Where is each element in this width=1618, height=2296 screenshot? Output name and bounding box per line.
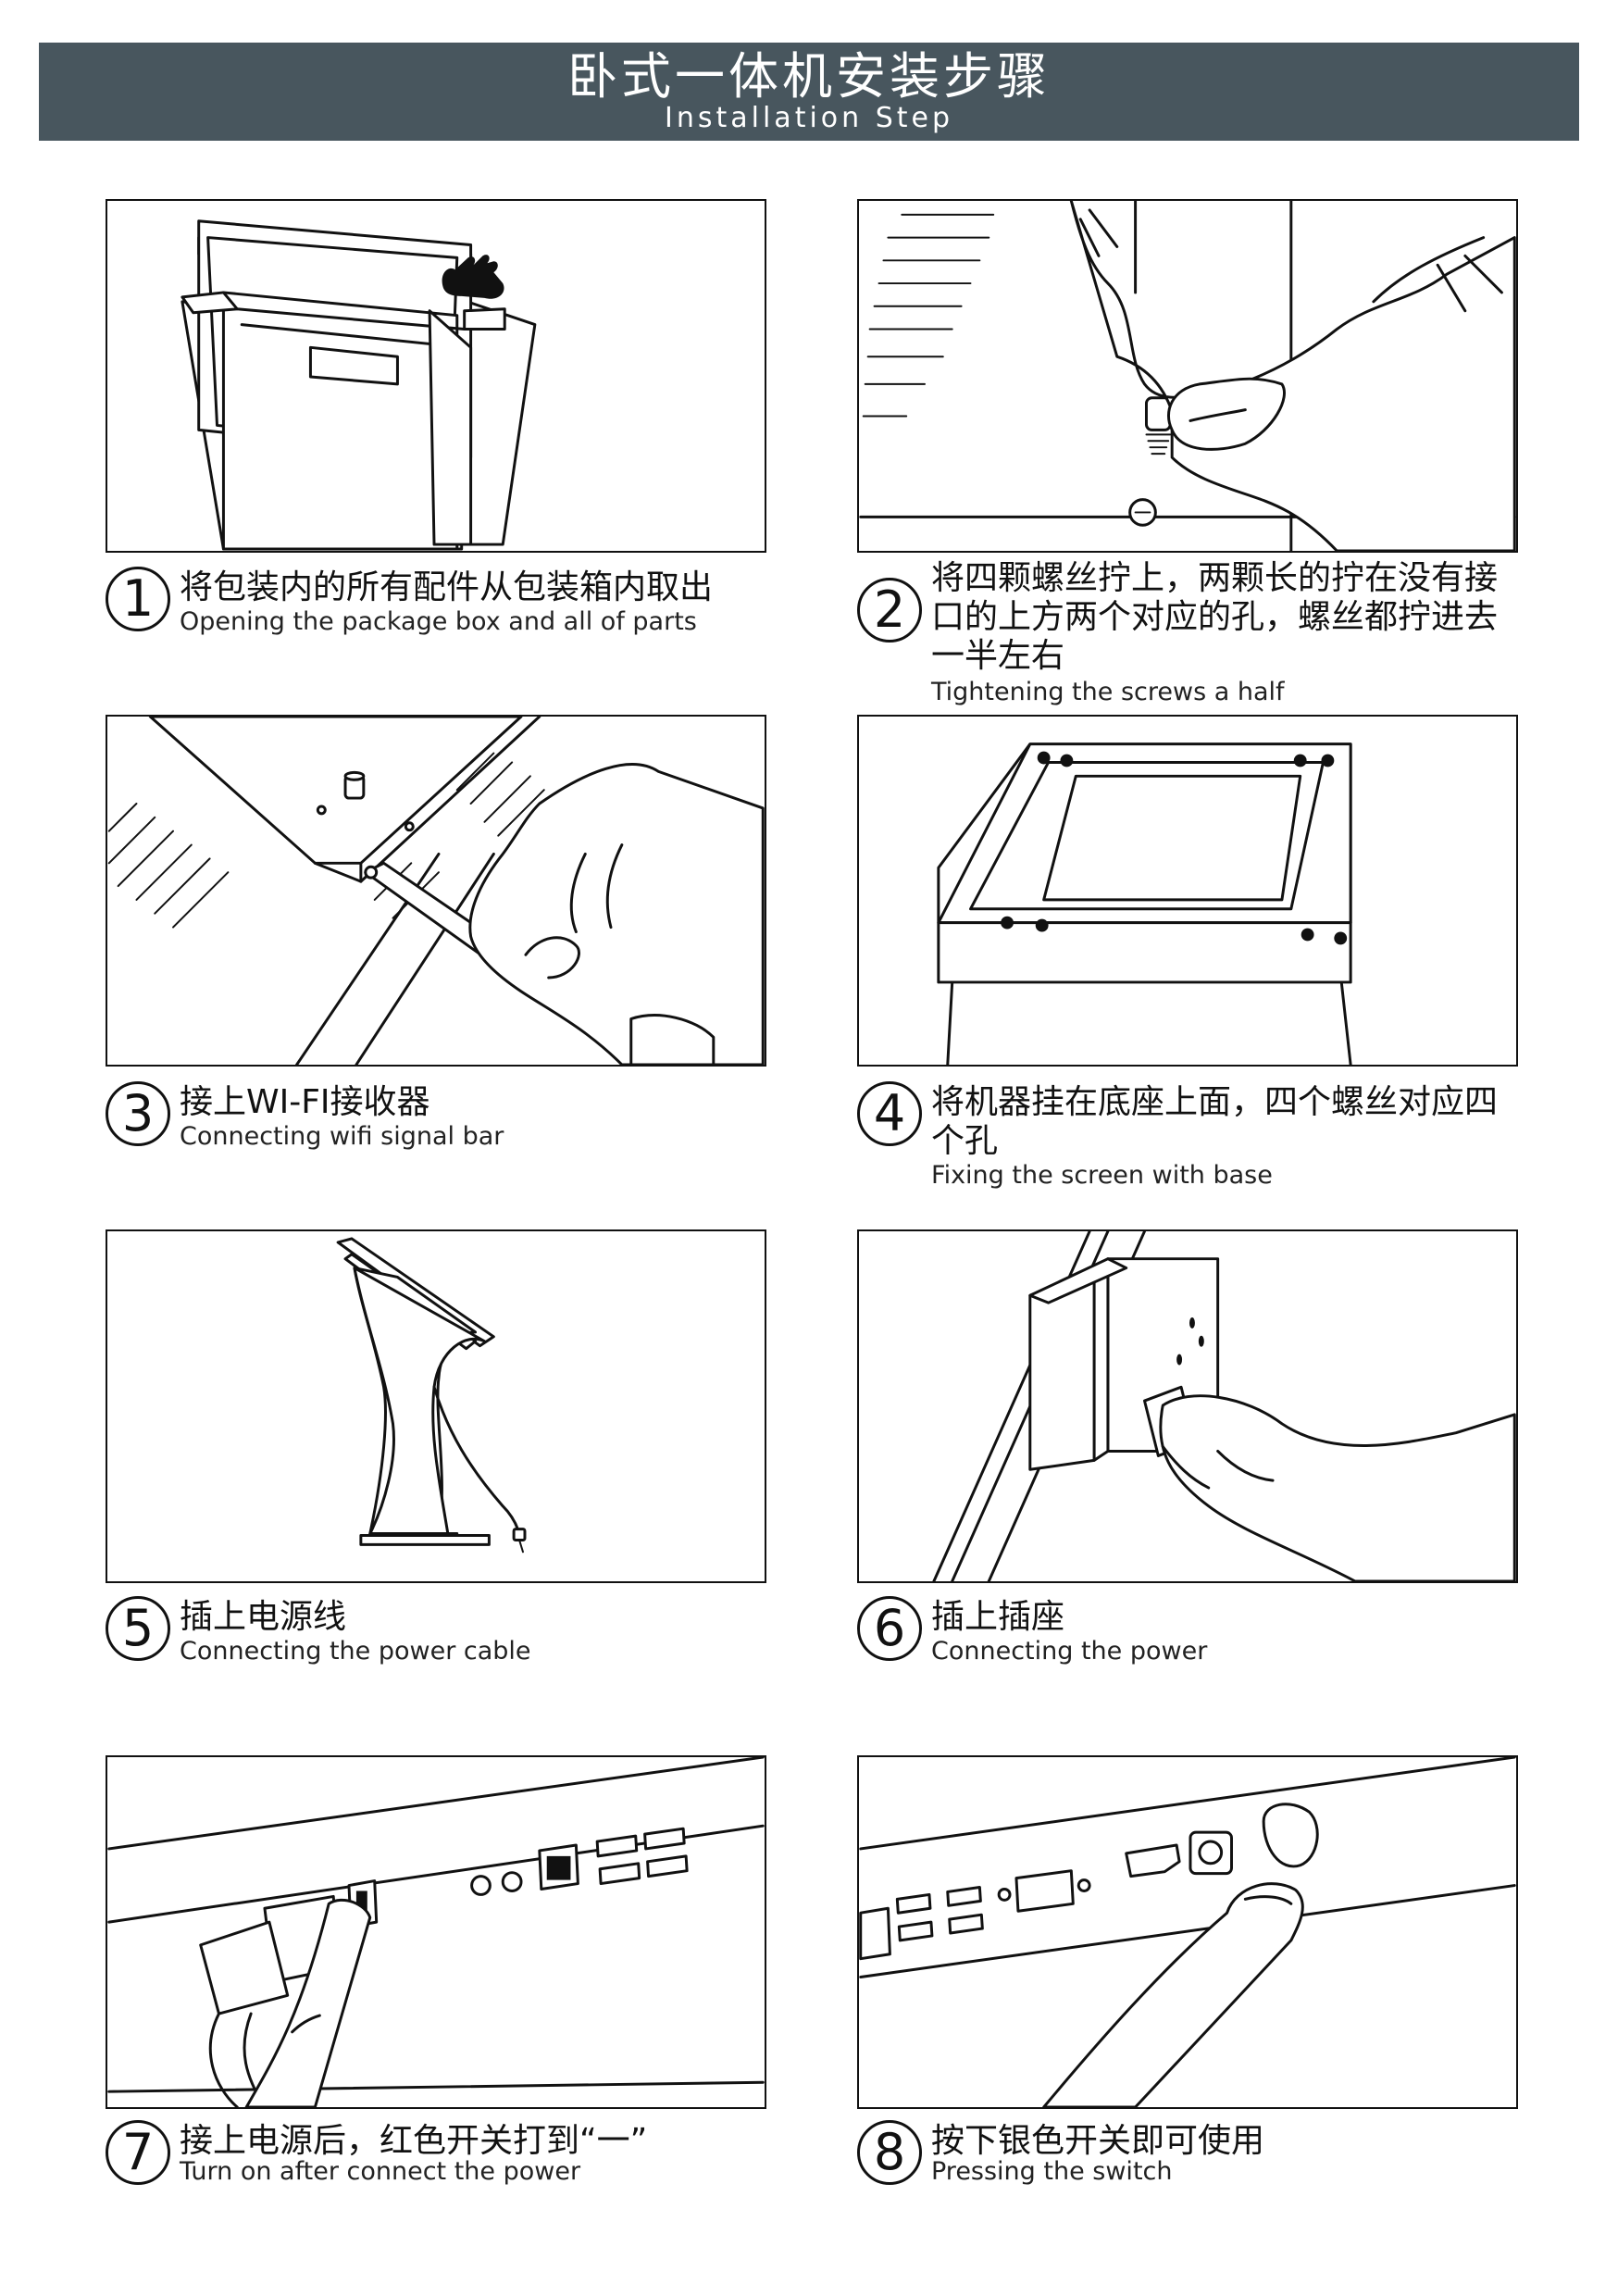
- screen-on-base-drawing: [937, 742, 1352, 1065]
- step-8-illustration: [857, 1755, 1518, 2109]
- step-6-zh: 插上插座: [931, 1598, 1065, 1636]
- step-4-number: 4: [857, 1081, 922, 1146]
- step-2-en: Tightening the screws a half: [931, 678, 1285, 706]
- step-8-en: Pressing the switch: [931, 2157, 1173, 2186]
- hand-icon: [442, 255, 504, 299]
- step-5-zh: 插上电源线: [180, 1598, 347, 1636]
- wall-socket-drawing: [932, 1231, 1516, 1581]
- step-5-en: Connecting the power cable: [180, 1637, 531, 1666]
- step-7-en: Turn on after connect the power: [180, 2157, 581, 2186]
- step-3-caption: 3 接上WI-FI接收器 Connecting wifi signal bar: [106, 1081, 766, 1155]
- step-6-en: Connecting the power: [931, 1637, 1208, 1666]
- step-6-caption: 6 插上插座 Connecting the power: [857, 1596, 1518, 1670]
- step-4-en: Fixing the screen with base: [931, 1161, 1273, 1190]
- step-2-zh: 将四颗螺丝拧上，两颗长的拧在没有接口的上方两个对应的孔，螺丝都拧进去一半左右: [931, 559, 1499, 675]
- step-7-zh: 接上电源后，红色开关打到“一”: [180, 2122, 648, 2160]
- wifi-receiver-drawing: [107, 717, 765, 1065]
- step-1-caption: 1 将包装内的所有配件从包装箱内取出 Opening the package b…: [106, 567, 766, 641]
- page-title: 卧式一体机安装步骤: [567, 47, 1051, 106]
- step-1-en: Opening the package box and all of parts: [180, 607, 697, 636]
- box-unpacking-drawing: [180, 219, 537, 551]
- step-3-number: 3: [106, 1081, 170, 1146]
- step-5-caption: 5 插上电源线 Connecting the power cable: [106, 1596, 766, 1670]
- step-2-caption: 2 将四颗螺丝拧上，两颗长的拧在没有接口的上方两个对应的孔，螺丝都拧进去一半左右…: [857, 557, 1518, 715]
- step-2-number: 2: [857, 578, 922, 643]
- page-subtitle: Installation Step: [665, 102, 953, 134]
- step-1-zh: 将包装内的所有配件从包装箱内取出: [180, 568, 714, 606]
- step-3-en: Connecting wifi signal bar: [180, 1122, 504, 1151]
- step-6-illustration: [857, 1229, 1518, 1583]
- step-1-number: 1: [106, 567, 170, 631]
- step-8-number: 8: [857, 2120, 922, 2185]
- silver-switch-drawing: [859, 1757, 1516, 2107]
- power-switch-red-drawing: [107, 1757, 765, 2107]
- step-3-illustration: [106, 715, 766, 1067]
- step-8-zh: 按下银色开关即可使用: [931, 2122, 1265, 2160]
- step-1-illustration: [106, 199, 766, 553]
- power-cable-stand-drawing: [336, 1237, 527, 1554]
- step-7-number: 7: [106, 2120, 170, 2185]
- step-8-caption: 8 按下银色开关即可使用 Pressing the switch: [857, 2120, 1518, 2194]
- step-6-number: 6: [857, 1596, 922, 1661]
- step-4-caption: 4 将机器挂在底座上面，四个螺丝对应四个孔 Fixing the screen …: [857, 1081, 1518, 1192]
- page-header: 卧式一体机安装步骤 Installation Step: [39, 43, 1579, 141]
- step-2-illustration: [857, 199, 1518, 553]
- step-4-zh: 将机器挂在底座上面，四个螺丝对应四个孔: [931, 1083, 1499, 1160]
- step-3-zh: 接上WI-FI接收器: [180, 1083, 430, 1121]
- step-7-caption: 7 接上电源后，红色开关打到“一” Turn on after connect …: [106, 2120, 766, 2194]
- step-5-number: 5: [106, 1596, 170, 1661]
- step-7-illustration: [106, 1755, 766, 2109]
- step-5-illustration: [106, 1229, 766, 1583]
- step-4-illustration: [857, 715, 1518, 1067]
- screw-tightening-drawing: [859, 201, 1516, 551]
